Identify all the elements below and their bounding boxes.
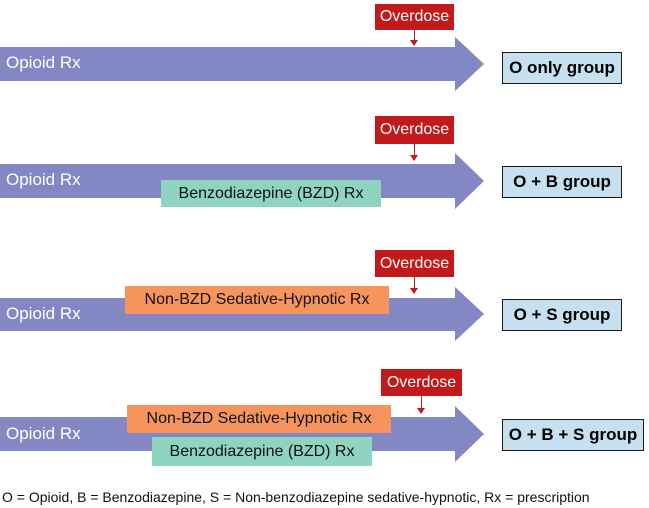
nonbzd-rx-bar: Non-BZD Sedative-Hypnotic Rx (127, 405, 391, 433)
bzd-rx-bar: Benzodiazepine (BZD) Rx (152, 437, 372, 466)
opioid-rx-label: Opioid Rx (6, 424, 81, 443)
bzd-rx-bar: Benzodiazepine (BZD) Rx (161, 180, 381, 207)
overdose-pointer (414, 144, 415, 155)
overdose-arrowhead-icon (410, 40, 418, 46)
row-o-plus-s: Opioid Rx Non-BZD Sedative-Hypnotic Rx O… (0, 250, 649, 350)
overdose-label: Overdose (375, 4, 454, 30)
overdose-arrowhead-icon (410, 288, 418, 294)
group-box-o-only: O only group (502, 52, 622, 84)
group-box-o-plus-s: O + S group (502, 299, 622, 331)
row-o-only: Opioid Rx Overdose O only group (0, 0, 649, 100)
overdose-pointer (414, 30, 415, 40)
opioid-arrow (0, 37, 484, 91)
opioid-rx-label: Opioid Rx (6, 304, 81, 323)
row-o-plus-b-plus-s: Opioid Rx Non-BZD Sedative-Hypnotic Rx B… (0, 368, 649, 478)
overdose-label: Overdose (375, 250, 454, 277)
overdose-arrowhead-icon (410, 155, 418, 161)
group-box-o-plus-b: O + B group (502, 166, 622, 198)
overdose-pointer (414, 277, 415, 288)
overdose-arrowhead-icon (417, 408, 425, 414)
row-o-plus-b: Opioid Rx Benzodiazepine (BZD) Rx Overdo… (0, 115, 649, 215)
nonbzd-rx-bar: Non-BZD Sedative-Hypnotic Rx (125, 286, 389, 314)
group-box-o-plus-b-plus-s: O + B + S group (502, 419, 644, 451)
footnote: O = Opioid, B = Benzodiazepine, S = Non-… (2, 489, 590, 505)
overdose-label: Overdose (381, 369, 462, 396)
overdose-label: Overdose (375, 116, 454, 144)
overdose-pointer (421, 396, 422, 408)
opioid-rx-label: Opioid Rx (6, 170, 81, 189)
opioid-rx-label: Opioid Rx (6, 53, 81, 72)
